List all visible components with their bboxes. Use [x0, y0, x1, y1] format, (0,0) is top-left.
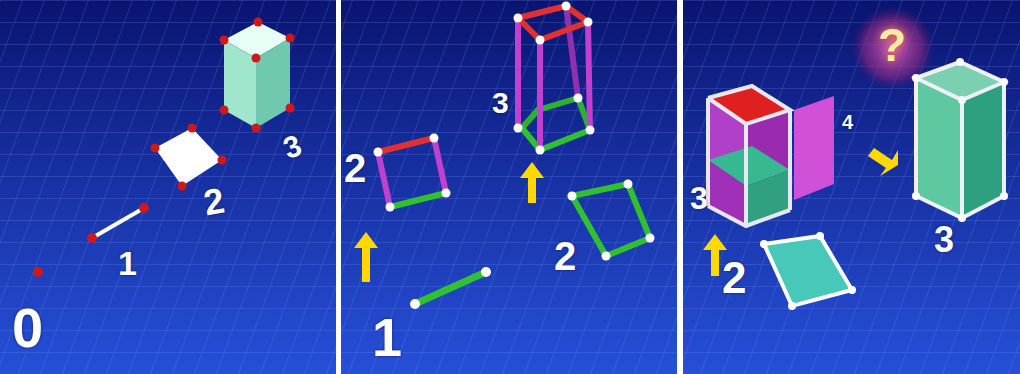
dimension-number: 2: [554, 236, 576, 276]
dimension-number: 0: [12, 300, 43, 356]
dimension-number: 1: [372, 310, 402, 364]
dimension-number: 1: [118, 246, 137, 280]
dimension-number: ?: [878, 22, 906, 68]
dimension-number: 4: [842, 112, 853, 132]
dimension-number: 2: [344, 148, 366, 188]
dimension-number: 3: [492, 88, 509, 118]
dimension-number: 3: [934, 222, 954, 258]
dimension-number: 2: [722, 256, 746, 300]
dimension-number: 3: [690, 182, 708, 214]
